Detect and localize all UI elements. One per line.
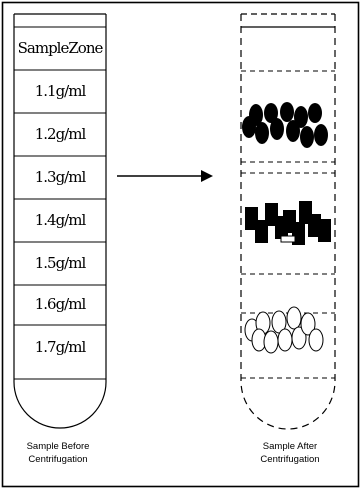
zone-label: 1.4g/ml — [35, 211, 87, 229]
tube-after: Sample After Centrifugation — [240, 13, 336, 465]
black-square-particle-band — [245, 201, 331, 245]
tube-before-outline — [13, 14, 107, 429]
zone-label: 1.6g/ml — [35, 295, 87, 313]
zone-label: 1.5g/ml — [35, 254, 87, 272]
zone-label: 1.7g/ml — [35, 338, 87, 356]
caption-before-line2: Centrifugation — [28, 454, 87, 465]
zone-label: 1.3g/ml — [35, 168, 87, 186]
caption-after-line1: Sample After — [263, 441, 317, 452]
black-particle-band — [242, 102, 328, 148]
tube-before: SampleZone 1.1g/ml 1.2g/ml 1.3g/ml 1.4g/… — [13, 13, 107, 465]
white-particle-band — [244, 306, 324, 354]
zone-label: 1.2g/ml — [35, 125, 87, 143]
zone-label: 1.1g/ml — [35, 82, 87, 100]
caption-before-line1: Sample Before — [27, 441, 90, 452]
tube-after-outline — [240, 14, 336, 430]
caption-after-line2: Centrifugation — [260, 454, 319, 465]
right-arrow-icon — [117, 170, 213, 182]
zone-header-label: SampleZone — [18, 39, 104, 57]
